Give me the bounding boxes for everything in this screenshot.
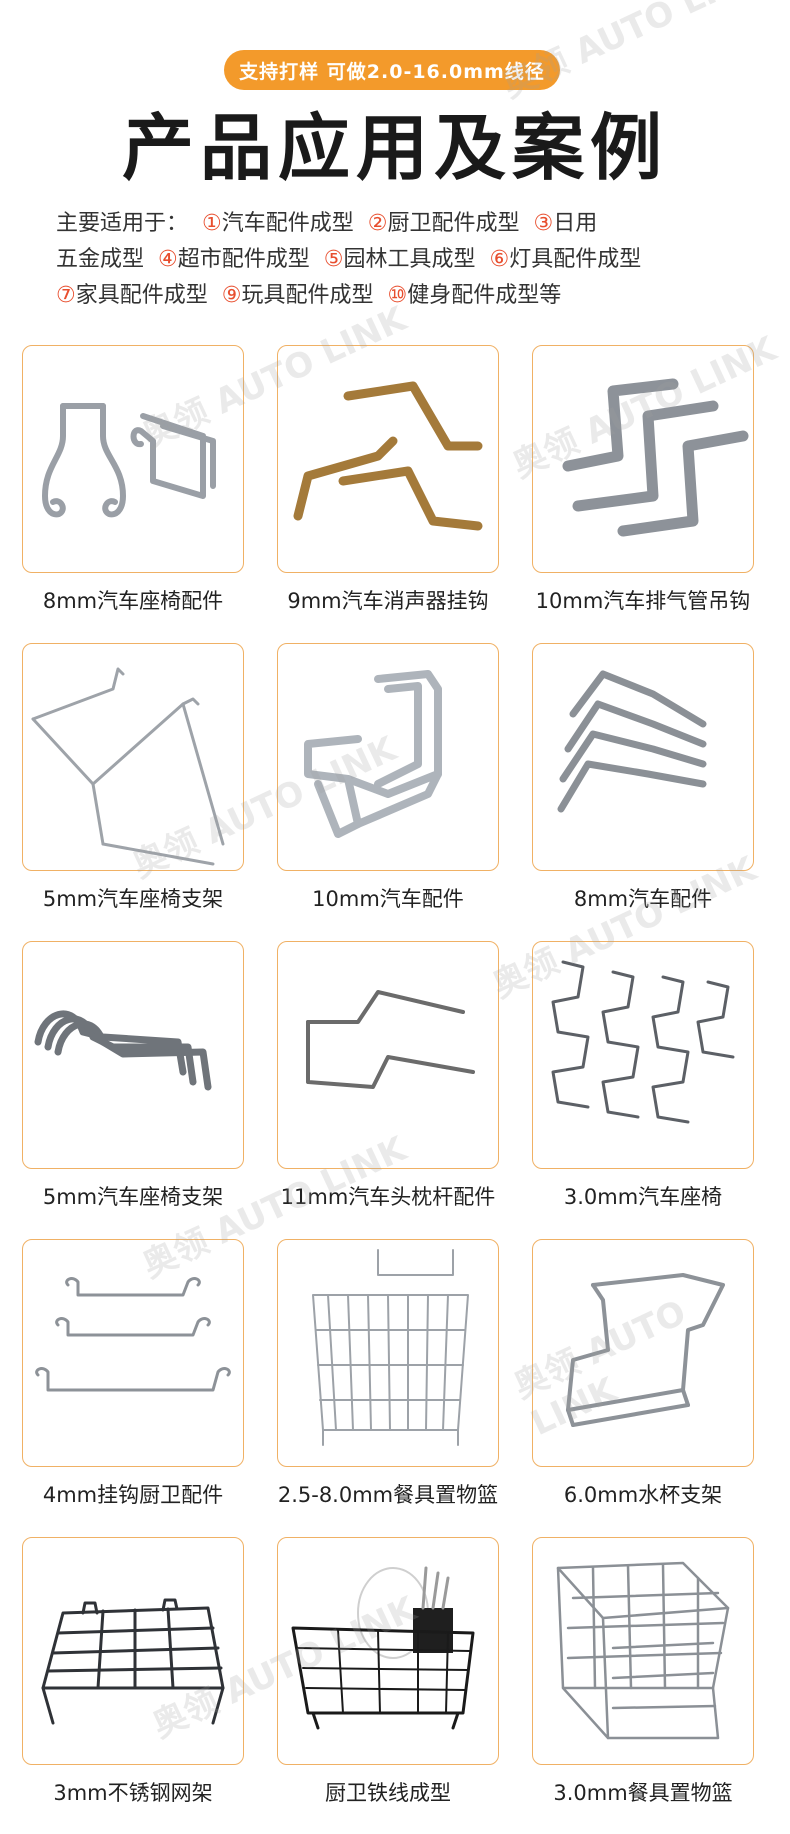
product-caption: 厨卫铁线成型 [325, 1781, 451, 1805]
product-caption: 8mm汽车配件 [573, 887, 713, 911]
intro-text: 主要适用于： [56, 211, 189, 236]
product-caption: 11mm汽车头枕杆配件 [280, 1185, 496, 1209]
brass-hook-icon [293, 381, 483, 531]
headrest-rod-icon [306, 990, 475, 1089]
wire-clip-icon [42, 403, 216, 518]
page-title: 产品应用及案例 [121, 106, 668, 190]
hanger-rods-icon [35, 1277, 231, 1392]
product-card[interactable]: 5mm汽车座椅支架 [22, 643, 244, 913]
product-card[interactable]: 3mm不锈钢网架 [22, 1537, 244, 1807]
product-card[interactable]: 4mm挂钩厨卫配件 [22, 1239, 244, 1509]
product-caption: 5mm汽车座椅支架 [42, 887, 224, 911]
product-card[interactable]: 8mm汽车配件 [532, 643, 754, 913]
product-caption: 10mm汽车排气管吊钩 [535, 589, 751, 613]
seat-frame-icon [31, 667, 225, 866]
z-hook-icon [562, 378, 749, 537]
product-caption: 5mm汽车座椅支架 [42, 1185, 224, 1209]
product-caption: 10mm汽车配件 [312, 887, 464, 911]
dish-rack-icon [291, 1566, 475, 1730]
product-caption: 3.0mm餐具置物篮 [553, 1781, 733, 1805]
product-card[interactable]: 11mm汽车头枕杆配件 [277, 941, 499, 1211]
product-card[interactable]: 厨卫铁线成型 [277, 1537, 499, 1807]
product-caption: 2.5-8.0mm餐具置物篮 [277, 1483, 499, 1507]
product-card[interactable]: 9mm汽车消声器挂钩 [277, 345, 499, 615]
product-card[interactable]: 10mm汽车排气管吊钩 [532, 345, 754, 615]
pull-basket-icon [556, 1561, 730, 1740]
product-card[interactable]: 10mm汽车配件 [277, 643, 499, 913]
zigzag-spring-icon [551, 960, 735, 1124]
product-card[interactable]: 6.0mm水杯支架 [532, 1239, 754, 1509]
product-caption: 8mm汽车座椅配件 [42, 589, 224, 613]
utensil-basket-icon [312, 1249, 469, 1446]
product-card[interactable]: 8mm汽车座椅配件 [22, 345, 244, 615]
cup-holder-icon [566, 1273, 725, 1427]
j-hook-icon [34, 1010, 212, 1091]
wire-rack-icon [41, 1598, 225, 1725]
product-caption: 9mm汽车消声器挂钩 [287, 589, 489, 613]
product-card[interactable]: 3.0mm汽车座椅 [532, 941, 754, 1211]
product-card[interactable]: 5mm汽车座椅支架 [22, 941, 244, 1211]
bent-frame-icon [304, 670, 442, 838]
product-caption: 4mm挂钩厨卫配件 [42, 1483, 224, 1507]
product-card[interactable]: 2.5-8.0mm餐具置物篮 [277, 1239, 499, 1509]
product-card[interactable]: 3.0mm餐具置物篮 [532, 1537, 754, 1807]
product-caption: 3.0mm汽车座椅 [563, 1185, 723, 1209]
product-caption: 6.0mm水杯支架 [563, 1483, 723, 1507]
product-caption: 3mm不锈钢网架 [53, 1781, 213, 1805]
sample-support-badge: 支持打样 可做2.0-16.0mm线径 [224, 50, 560, 90]
curved-rods-icon [557, 670, 707, 813]
